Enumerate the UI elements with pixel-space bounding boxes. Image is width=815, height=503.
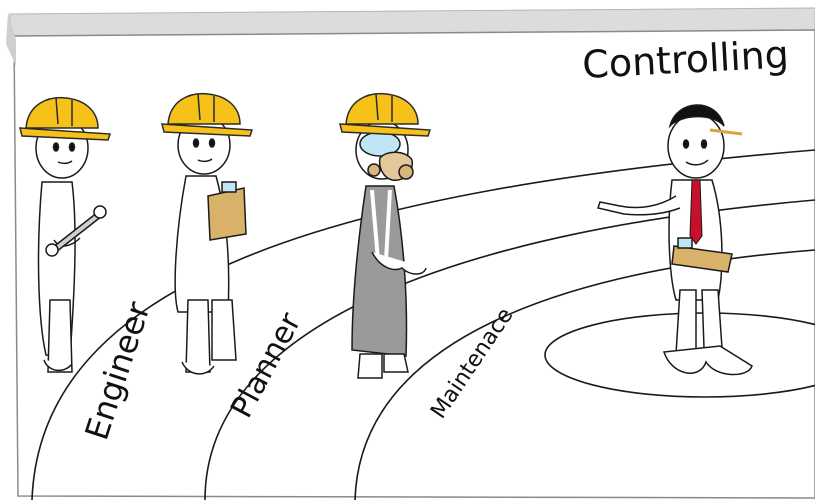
necktie-icon [690,180,702,244]
